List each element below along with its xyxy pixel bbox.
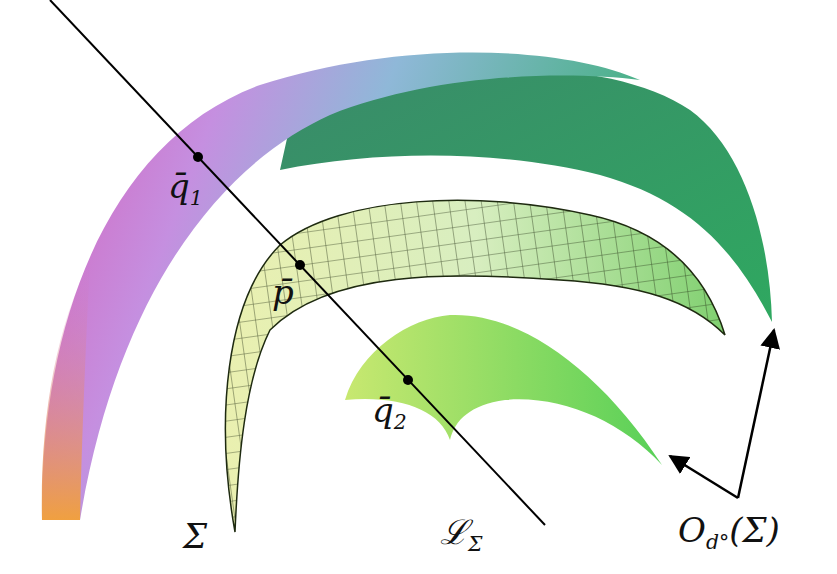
outer-surface-shade xyxy=(42,260,90,520)
surface-label: Σ xyxy=(183,518,207,555)
pointer-arrow xyxy=(670,456,738,498)
sigma-grid xyxy=(225,200,725,532)
point-dot xyxy=(403,375,413,385)
point-label: q̄1 xyxy=(168,168,203,210)
normal-line xyxy=(50,0,545,525)
surface-label: Od°(Σ) xyxy=(678,512,780,554)
point-dot xyxy=(295,260,305,270)
surface-label: ℒΣ xyxy=(440,514,482,556)
inner-surface xyxy=(345,315,662,465)
point-dot xyxy=(193,152,203,162)
point-label: p̄ xyxy=(272,274,294,311)
point-label: q̄2 xyxy=(372,392,407,434)
sigma-surface xyxy=(225,200,725,532)
pointer-arrow xyxy=(738,330,774,498)
